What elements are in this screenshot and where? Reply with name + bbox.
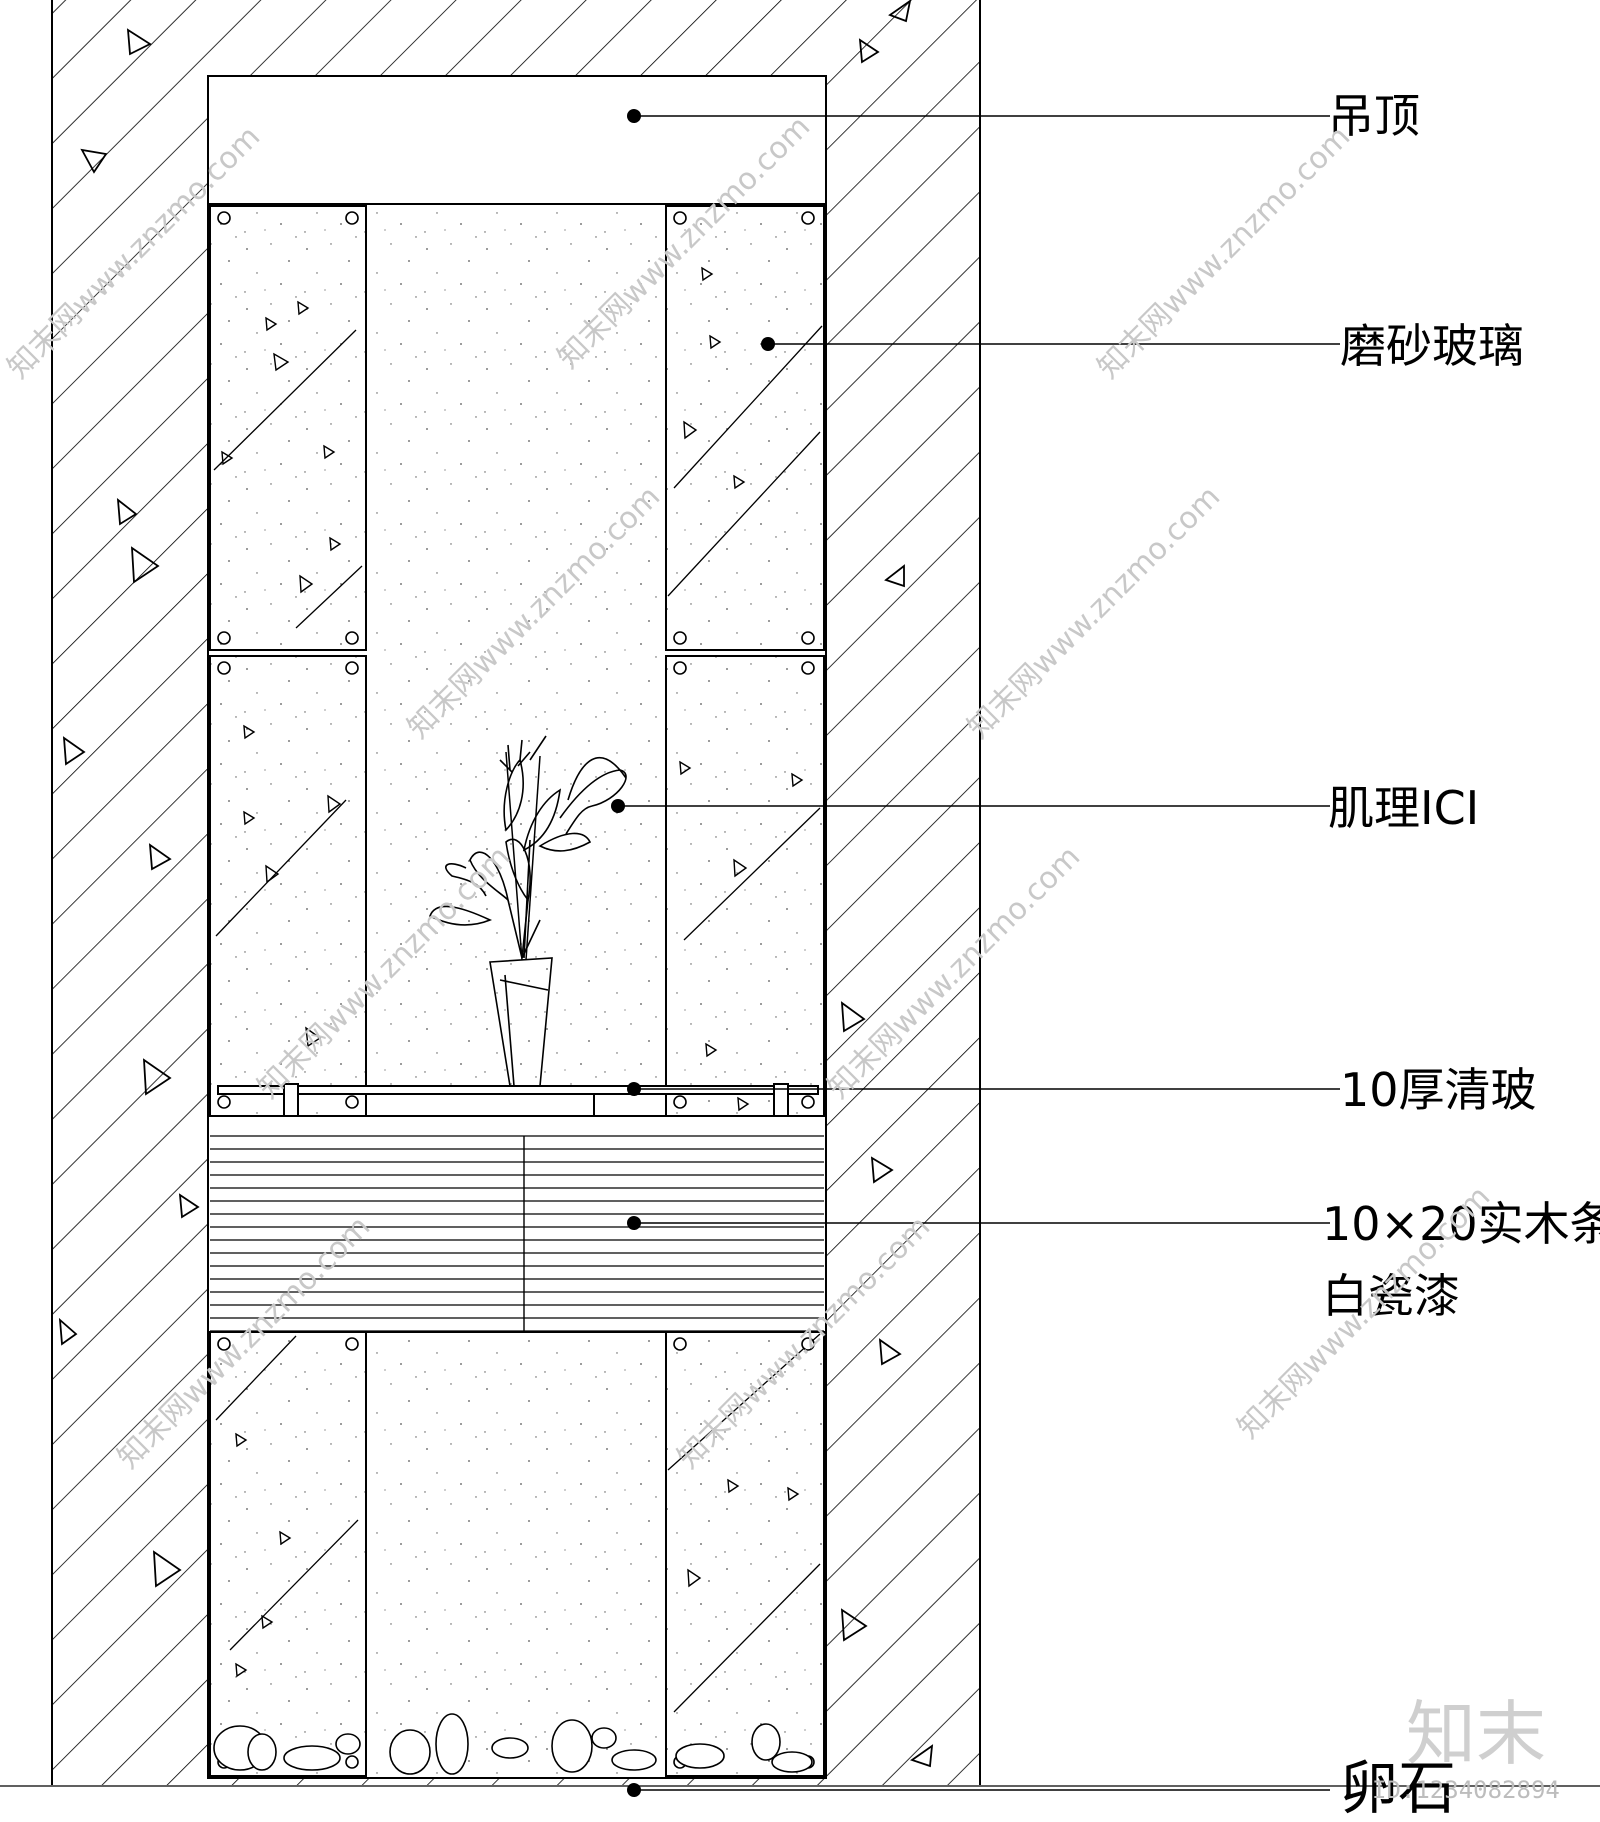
label-pebbles: 卵石 <box>1340 1754 1456 1822</box>
watermark-brand: 知末 <box>1406 1693 1546 1775</box>
label-clear-glass: 10厚清玻 <box>1340 1063 1537 1117</box>
label-ceiling: 吊顶 <box>1328 89 1420 143</box>
watermark-site-3: 知末网www.znzmo.com <box>1091 119 1357 385</box>
frosted-glass-panels <box>209 205 825 1777</box>
leader-lines <box>618 115 1340 1791</box>
plant-stems-icon <box>505 751 541 961</box>
pebbles <box>213 1713 813 1775</box>
watermark-site-5: 知末网www.znzmo.com <box>961 479 1227 745</box>
label-wood-strips: 10×20实木条 <box>1322 1197 1600 1251</box>
label-frosted-glass: 磨砂玻璃 <box>1340 319 1524 373</box>
watermark-id: ID:1234082894 <box>1372 1776 1560 1804</box>
glass-reflections <box>213 325 823 1713</box>
label-texture: 肌理ICI <box>1328 781 1479 835</box>
ceiling-box <box>207 75 827 205</box>
leader-dots <box>611 109 775 1797</box>
plant-vase-icon <box>428 735 627 1087</box>
glass-triangle-marks <box>221 266 804 1678</box>
wood-strip-lines <box>210 1135 824 1332</box>
wood-strip-cabinet <box>207 1115 827 1333</box>
texture-wall-upper <box>368 206 664 1086</box>
texture-wall-lower <box>368 1332 664 1776</box>
aggregate-marks <box>58 0 934 1768</box>
label-white-paint: 白瓷漆 <box>1322 1269 1460 1323</box>
